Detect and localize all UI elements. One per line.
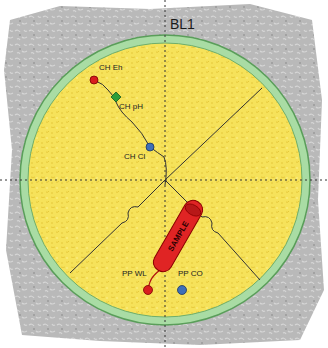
borehole-circle: BL1SAMPLE: [20, 35, 310, 325]
borehole-title: BL1: [170, 16, 195, 32]
sensor-diamond: [111, 92, 121, 102]
sensor-label: PP WL: [122, 270, 147, 278]
sensor-label: CH Eh: [99, 64, 123, 72]
sensor-dot: [178, 286, 187, 295]
divider-line: [70, 180, 165, 273]
axis-line: [165, 0, 166, 348]
sensor-cable: [94, 80, 166, 185]
divider-line: [165, 88, 262, 180]
sensor-label: CH Cl: [124, 153, 145, 161]
borehole-section: [20, 35, 310, 325]
sensor-dot: [144, 286, 153, 295]
sensor-label: CH pH: [119, 103, 143, 111]
rock-outline: [4, 4, 324, 345]
cylinder-end: [183, 201, 203, 218]
cylinder-body: [150, 197, 206, 275]
sensor-dot: [146, 143, 154, 151]
sensor-dot: [90, 76, 98, 84]
divider-line: [165, 180, 260, 280]
sensor-label: PP CO: [178, 270, 203, 278]
